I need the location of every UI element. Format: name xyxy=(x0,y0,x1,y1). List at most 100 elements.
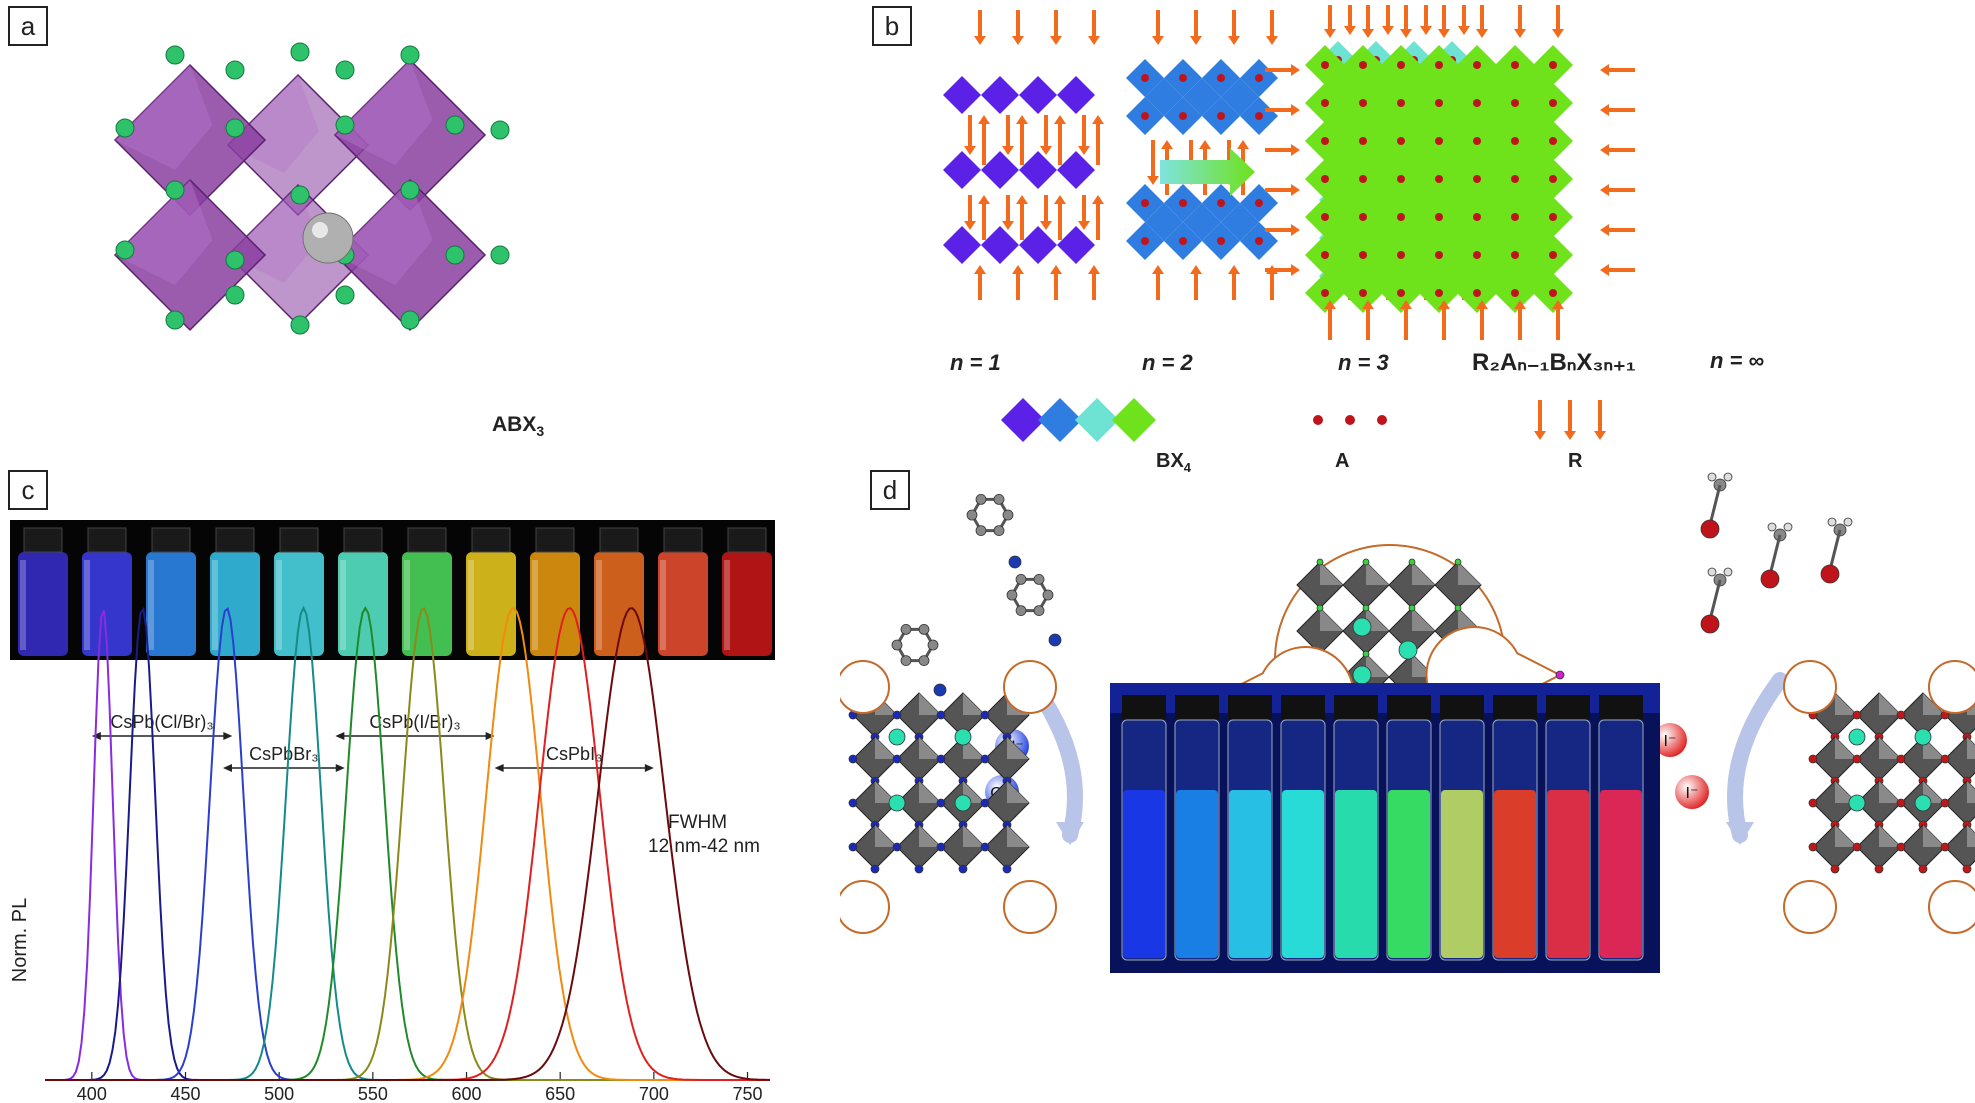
x-site-atom xyxy=(115,118,135,138)
oxygen-atom xyxy=(1760,569,1780,589)
arrow-head xyxy=(1400,29,1412,38)
octahedron-face xyxy=(1967,737,1975,759)
x-site-atom xyxy=(165,45,185,65)
bx4-octahedron xyxy=(1438,254,1478,294)
a-cation-dot xyxy=(1255,199,1263,207)
octahedron-face xyxy=(1967,825,1975,847)
vial-glare xyxy=(276,560,282,650)
x-site-atom xyxy=(335,285,355,305)
arrow-head xyxy=(1088,265,1100,274)
bx4-octahedron xyxy=(1001,398,1045,442)
arrow-head xyxy=(1040,146,1052,155)
vial-cap xyxy=(599,527,639,553)
octahedron-face xyxy=(115,180,213,285)
carbon-atom xyxy=(975,494,987,505)
octahedron-face xyxy=(1007,825,1029,847)
a-cation-dot xyxy=(1435,99,1443,107)
hydrogen-atom xyxy=(1783,522,1793,532)
chlorine-atom xyxy=(1048,633,1062,647)
octahedron-face xyxy=(1835,693,1857,715)
octahedron-face xyxy=(1412,608,1435,631)
bx4-octahedron xyxy=(1019,151,1057,189)
x-site-atom xyxy=(115,240,135,260)
vial-liquid xyxy=(1176,790,1218,958)
bx4-octahedron xyxy=(1476,216,1516,256)
bx4-octahedron xyxy=(1324,178,1364,218)
vial-glare xyxy=(212,560,218,650)
halide-atom xyxy=(848,798,858,808)
halide-atom xyxy=(1962,864,1972,874)
bx4-octahedron xyxy=(1324,64,1364,104)
bx4-octahedron xyxy=(981,151,1019,189)
bx4-octahedron xyxy=(1514,64,1554,104)
a-cation-dot xyxy=(1359,175,1367,183)
carbon-atom xyxy=(1042,589,1054,601)
arrow-head xyxy=(1199,140,1211,149)
halide-atom xyxy=(1852,842,1862,852)
bx4-octahedron xyxy=(1438,64,1478,104)
bx4-octahedron xyxy=(1221,203,1259,241)
octahedron-face xyxy=(1412,562,1435,585)
octahedron-face xyxy=(1879,781,1901,803)
vial-cap xyxy=(535,527,575,553)
iodide-ion xyxy=(1653,723,1687,757)
halide-atom xyxy=(1808,754,1818,764)
arrow-head xyxy=(1476,29,1488,38)
vial-cap xyxy=(1122,695,1166,719)
octahedron-face xyxy=(963,693,985,715)
a-cation-dot xyxy=(1511,61,1519,69)
halide-atom xyxy=(936,710,946,720)
bx4-octahedron xyxy=(1145,203,1183,241)
vial-glare xyxy=(468,560,474,650)
bx4-octahedron xyxy=(1362,254,1402,294)
a-cation-dot xyxy=(1141,112,1149,120)
octahedron-face xyxy=(1320,562,1343,585)
vial xyxy=(402,552,452,656)
a-cation-dot xyxy=(1397,289,1405,297)
bx4-octahedron xyxy=(1438,178,1478,218)
arrow-head xyxy=(1147,176,1159,185)
x-tick-label: 400 xyxy=(77,1084,107,1103)
vial xyxy=(594,552,644,656)
octahedron-face xyxy=(875,737,897,759)
bx4-octahedron xyxy=(1476,254,1516,294)
arrow-head xyxy=(1040,221,1052,230)
panel-c-tag: c xyxy=(8,470,48,510)
arrow-head xyxy=(1088,36,1100,45)
range-label: CsPb(I/Br)₃ xyxy=(369,712,460,732)
vial xyxy=(18,552,68,656)
halide-atom xyxy=(1362,650,1370,658)
halide-atom xyxy=(1408,558,1416,566)
bx4-octahedron xyxy=(1362,216,1402,256)
cesium-atom xyxy=(1352,665,1372,685)
bx4-octahedron xyxy=(943,151,981,189)
hydrogen-atom xyxy=(1707,567,1717,577)
vial-cap xyxy=(1493,695,1537,719)
x-tick-label: 750 xyxy=(732,1084,762,1103)
x-site-atom xyxy=(445,245,465,265)
label-n-infinity: n = ∞ xyxy=(1710,348,1765,373)
a-cation-dot xyxy=(1359,213,1367,221)
octahedron-face xyxy=(1366,608,1389,631)
bx4-octahedron xyxy=(981,226,1019,264)
arrow-head xyxy=(1362,300,1374,309)
x-site-atom xyxy=(290,42,310,62)
range-arrow-head xyxy=(222,764,232,772)
arrow-head xyxy=(1420,26,1432,35)
cesium-atom xyxy=(888,794,906,812)
fwhm-label-line1: FWHM xyxy=(668,812,728,833)
octahedron-face xyxy=(919,781,941,803)
bx4-octahedron xyxy=(1438,140,1478,180)
oxygen-atom xyxy=(1820,564,1840,584)
arrow-head xyxy=(1054,195,1066,204)
a-cation-dot xyxy=(1511,289,1519,297)
vial xyxy=(146,552,196,656)
cesium-atom xyxy=(1848,794,1866,812)
bx4-octahedron xyxy=(1362,64,1402,104)
arrow-head xyxy=(1228,265,1240,274)
octahedron-face xyxy=(1835,825,1857,847)
vial xyxy=(82,552,132,656)
bx4-octahedron xyxy=(1438,216,1478,256)
vial-cap xyxy=(471,527,511,553)
halide-atom xyxy=(936,842,946,852)
